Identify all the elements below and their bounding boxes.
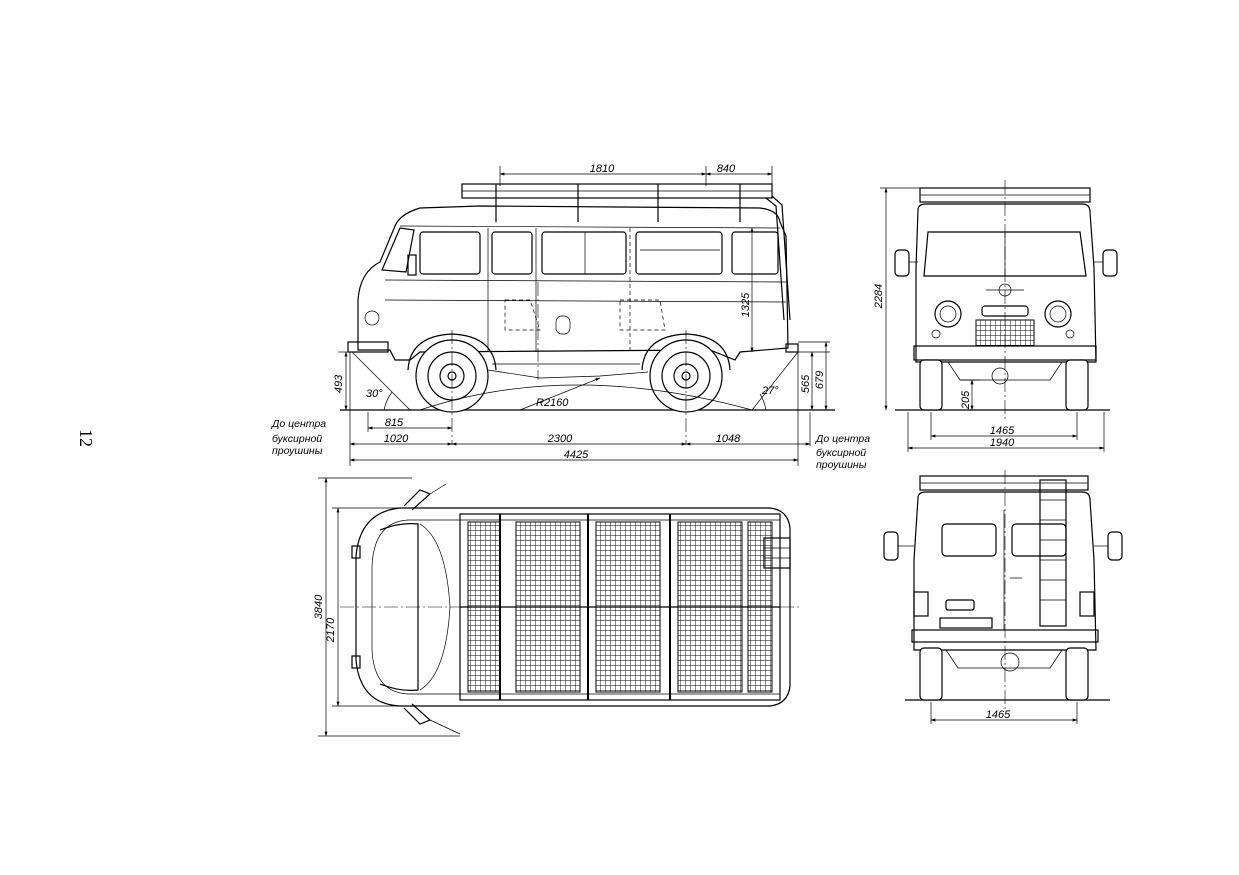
- side-body-outline: [357, 205, 789, 361]
- page-number: 12: [76, 429, 96, 447]
- side-view: 1810 840 1325 815 1020 2300 1048 4425 49…: [271, 163, 870, 471]
- note-tow-front-3: проушины: [272, 445, 323, 457]
- front-body-outline: [915, 203, 1097, 363]
- dim-front-track: 1465: [990, 425, 1015, 437]
- dim-front-overhang: 1020: [384, 433, 409, 445]
- front-view: 2284 205 1465 1940: [873, 180, 1118, 452]
- dim-ground-clearance: 205: [960, 390, 972, 410]
- dim-rack-rear: 840: [717, 163, 736, 175]
- dim-rear-bumper-height: 679: [814, 371, 826, 389]
- dim-rear-track: 1465: [986, 709, 1011, 721]
- note-tow-rear-3: проушины: [816, 459, 867, 471]
- dim-front-hook-height: 493: [333, 374, 345, 393]
- top-view: 3840 2170: [313, 477, 800, 737]
- dim-approach-angle: 30°: [366, 388, 383, 400]
- note-tow-front-1: До центра: [271, 418, 326, 430]
- dim-ramp-radius: R2160: [536, 397, 569, 409]
- dim-front-height: 2284: [873, 284, 885, 309]
- rear-view: 1465: [883, 470, 1123, 724]
- dim-roof-height: 1325: [740, 292, 752, 317]
- dim-overall-length: 4425: [564, 449, 589, 461]
- note-tow-rear-1: До центра: [815, 433, 870, 445]
- dim-front-overhang-hook: 815: [385, 417, 404, 429]
- note-tow-front-2: буксирной: [272, 433, 322, 445]
- dim-top-length: 3840: [313, 594, 325, 619]
- note-tow-rear-2: буксирной: [816, 447, 866, 459]
- dim-rear-overhang: 1048: [716, 433, 741, 445]
- dim-rack-length: 1810: [590, 163, 615, 175]
- dim-overall-width: 1940: [990, 437, 1015, 449]
- dim-top-width: 2170: [325, 617, 337, 643]
- dim-wheelbase: 2300: [547, 433, 573, 445]
- rear-body-outline: [913, 491, 1097, 651]
- dim-rear-hook-height: 565: [800, 374, 812, 393]
- dim-departure-angle: 27°: [761, 385, 779, 397]
